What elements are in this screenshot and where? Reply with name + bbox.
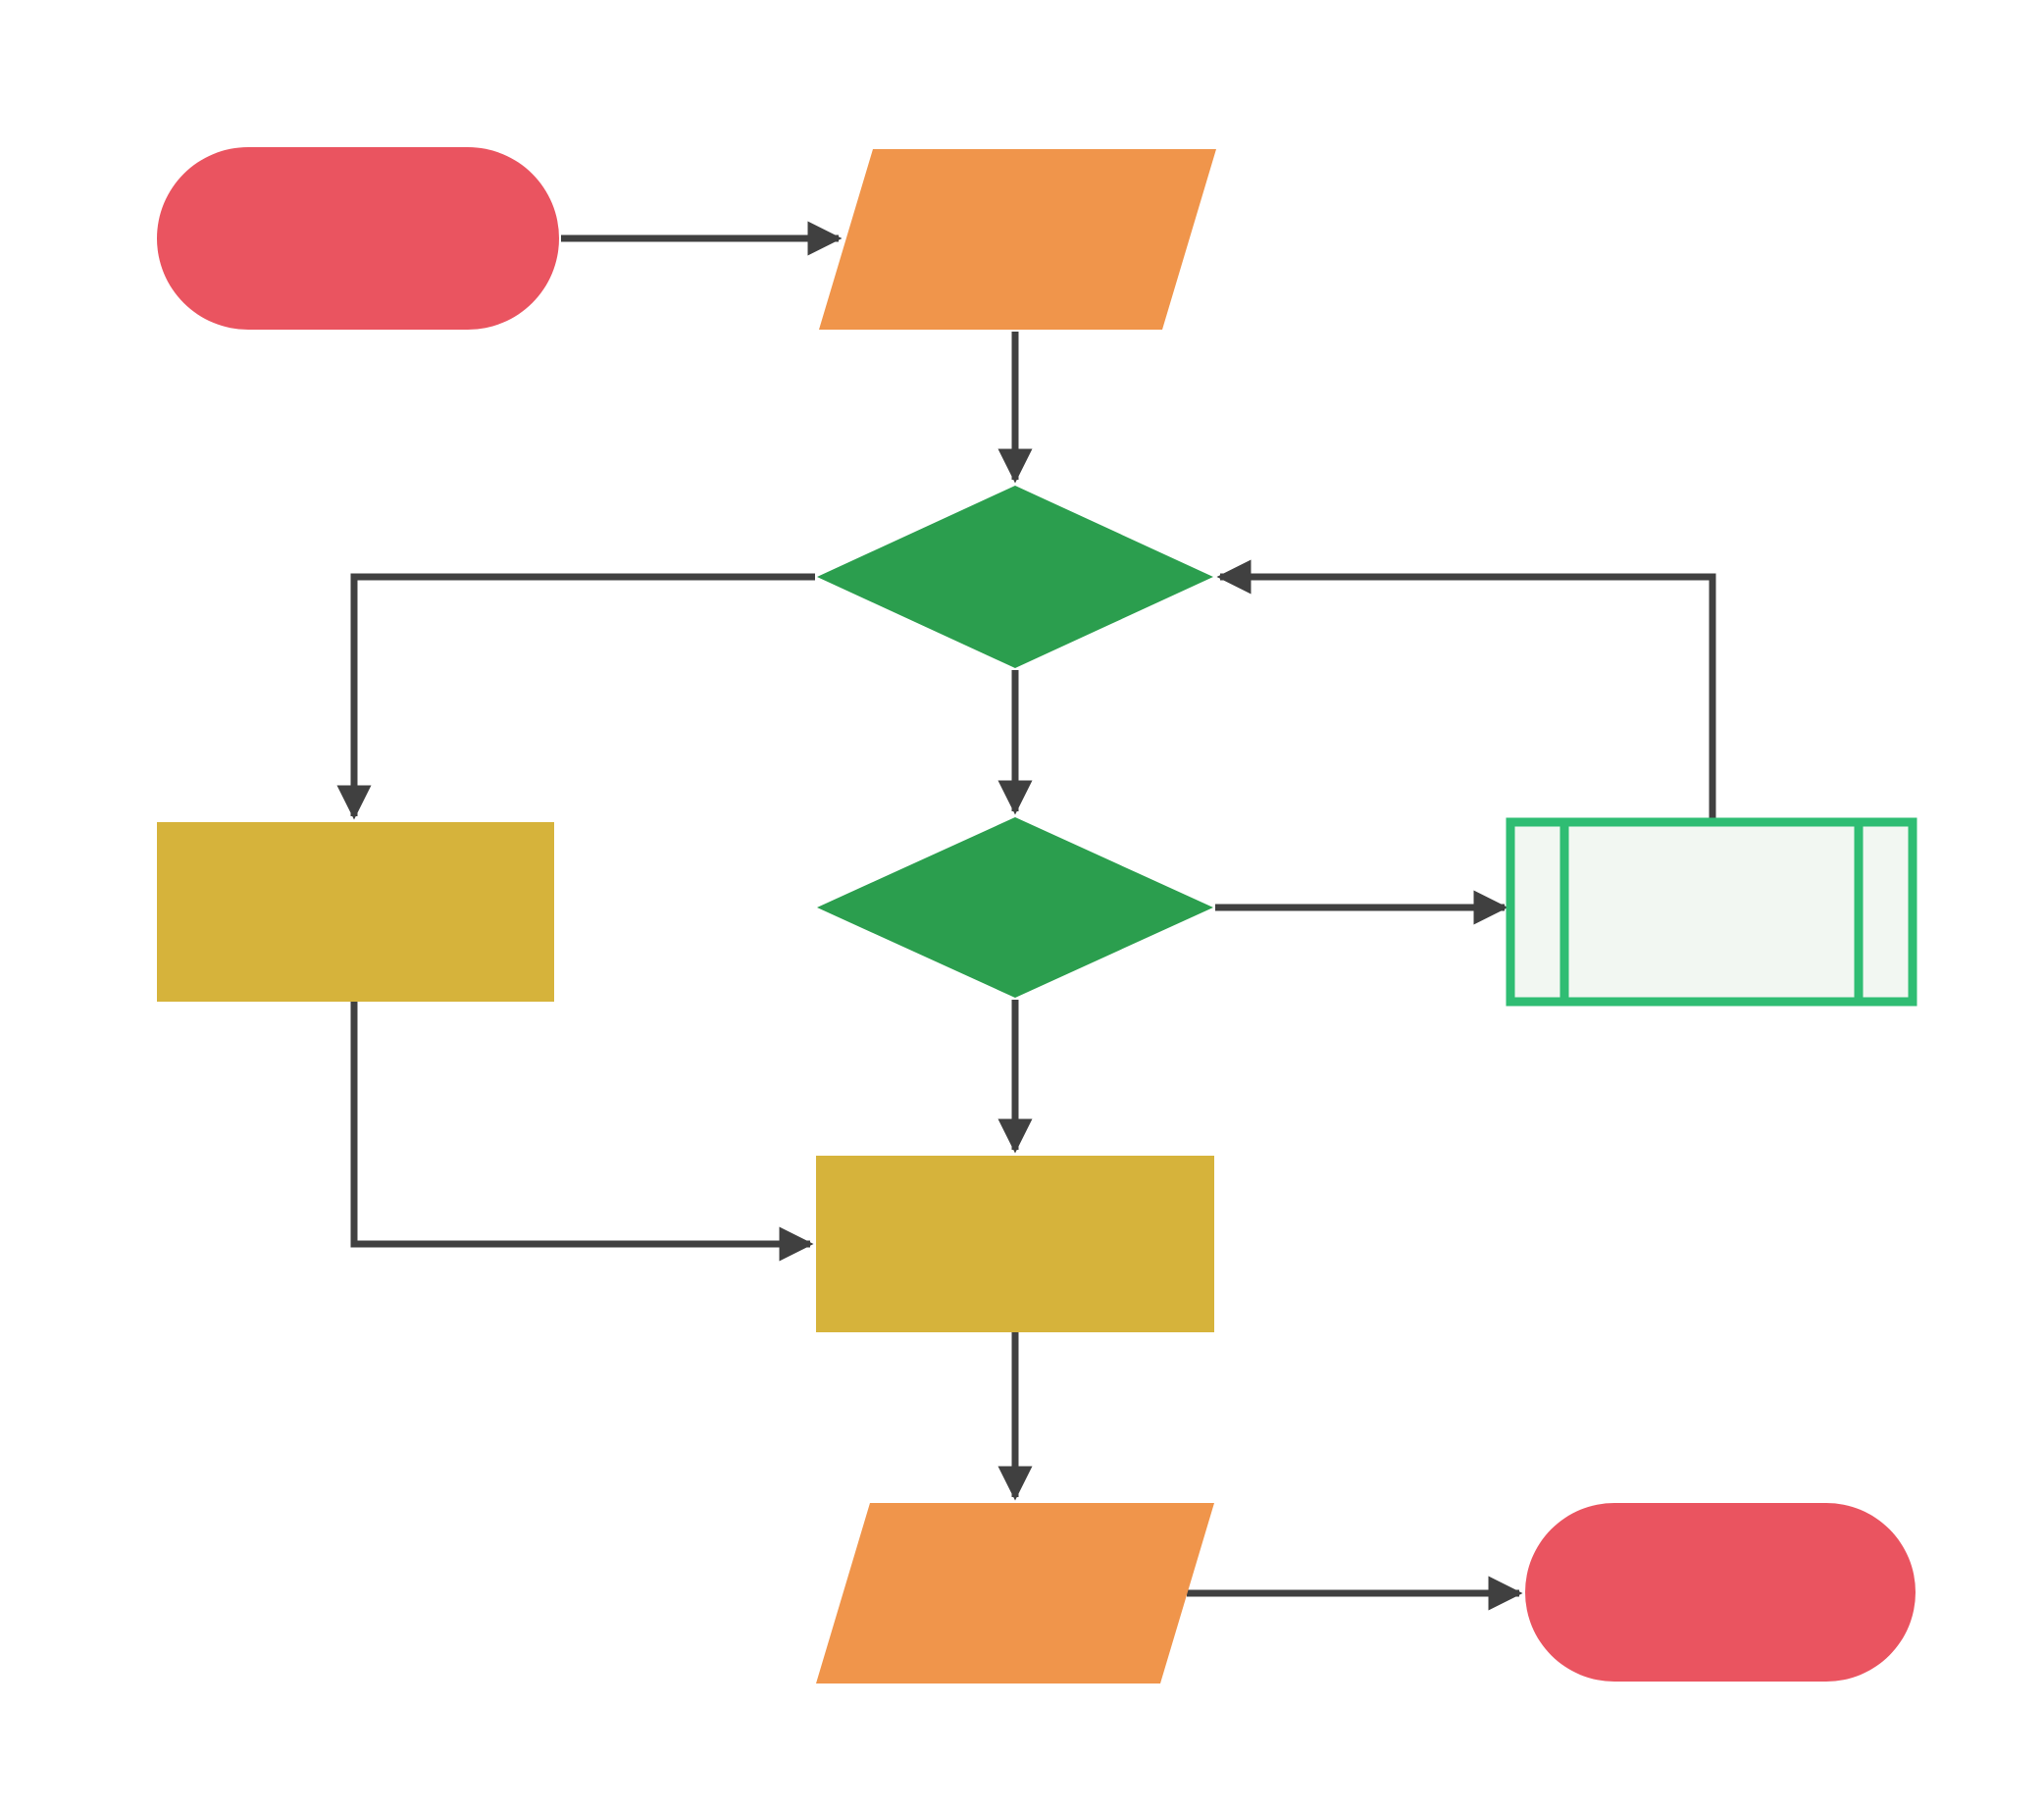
nodes-layer — [157, 147, 1917, 1684]
node-process-rect-left — [157, 822, 554, 1002]
node-decision-diamond-1 — [817, 486, 1213, 668]
edges-layer — [336, 221, 1716, 1611]
node-decision-diamond-2 — [817, 817, 1213, 998]
node-start-terminator — [157, 147, 559, 330]
node-io-parallelogram-top — [819, 149, 1216, 330]
node-io-parallelogram-bottom — [816, 1503, 1214, 1684]
node-subroutine-box — [1506, 817, 1917, 1007]
node-process-rect-middle — [816, 1156, 1214, 1332]
edge-decision-1-to-process-left — [336, 573, 815, 820]
edge-process-left-to-process-mid — [350, 1002, 814, 1262]
node-end-terminator — [1525, 1503, 1916, 1682]
edge-subroutine-to-decision-1 — [1216, 559, 1716, 820]
